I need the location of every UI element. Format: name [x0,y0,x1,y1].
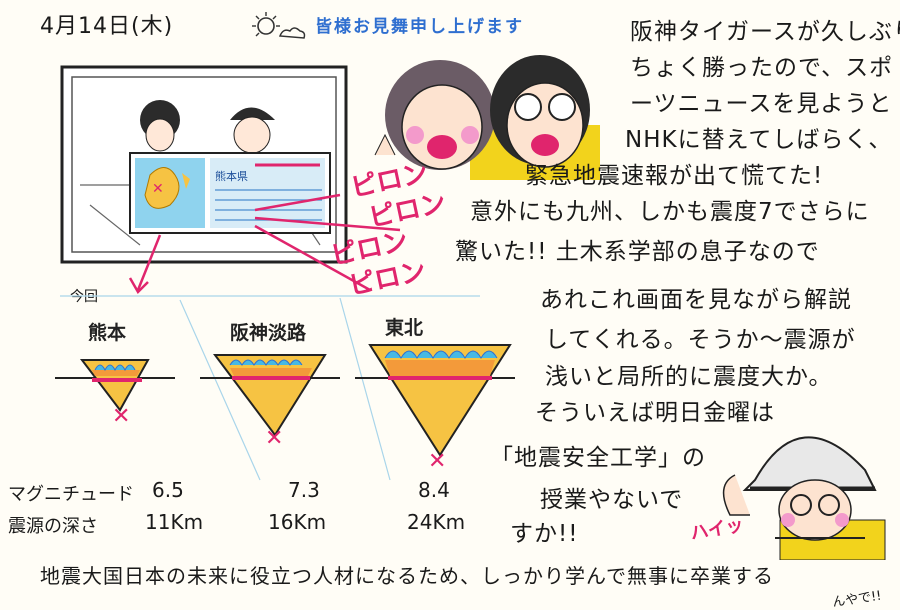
quake-name-hanshin: 阪神淡路 [230,322,307,344]
date-label: 4月14日(木) [40,14,174,39]
depth-label: 震源の深さ [8,516,98,537]
story-line: ちょく勝ったので、スポ [630,55,894,81]
story-line: 授業やないで [540,487,684,513]
epicenter-mark: ✕ [428,449,446,474]
arrow-down-icon [128,234,162,295]
story-line: 「地震安全工学」の [490,445,706,471]
family-illustration [374,55,600,180]
story-line: ーツニュースを見ようと [630,91,893,117]
svg-text:✕: ✕ [152,181,164,197]
quake-name-tohoku: 東北 [385,317,424,339]
tv-screen-text: 熊本県 [215,169,248,183]
story-line: NHKに替えてしばらく、 [625,127,893,153]
story-line: 浅いと局所的に震度大か。 [545,364,833,390]
magnitude-hanshin: 7.3 [288,478,320,502]
story-line: そういえば明日金曜は [535,400,775,426]
magnitude-tohoku: 8.4 [418,478,450,502]
depth-tohoku: 24Km [407,510,466,534]
story-line: 阪神タイガースが久しぶりに [630,19,900,45]
greeting-text: 皆様お見舞申し上げます [315,17,524,37]
story-line: すか!! [510,521,579,547]
story-line: あれこれ画面を見ながら解説 [540,287,852,313]
epicenter-diagram: ✕ ✕ ✕ [55,295,515,481]
magnitude-kumamoto: 6.5 [152,478,184,502]
sun-cloud-icon [252,12,306,39]
current-label: 今回 [70,289,98,305]
depth-kumamoto: 11Km [145,510,204,534]
footer-text: 地震大国日本の未来に役立つ人材になるため、しっかり学んで無事に卒業する [40,564,774,588]
signal-rays [254,193,401,292]
story-line: してくれる。そうか～震源が [545,327,856,353]
quake-name-kumamoto: 熊本 [88,322,127,344]
epicenter-mark: ✕ [265,426,283,451]
epicenter-mark: ✕ [112,404,130,429]
story-line: 驚いた!! 土木系学部の息子なので [455,239,820,265]
student-illustration [722,436,886,560]
story-line: 緊急地震速報が出て慌てた! [525,163,824,189]
depth-hanshin: 16Km [268,510,327,534]
magnitude-label: マグニチュード [8,484,134,505]
tv-illustration: ✕ 熊本県 [60,65,348,264]
footer-tail: んやで!! [831,588,883,610]
story-line: 意外にも九州、しかも震度7でさらに [470,199,870,225]
